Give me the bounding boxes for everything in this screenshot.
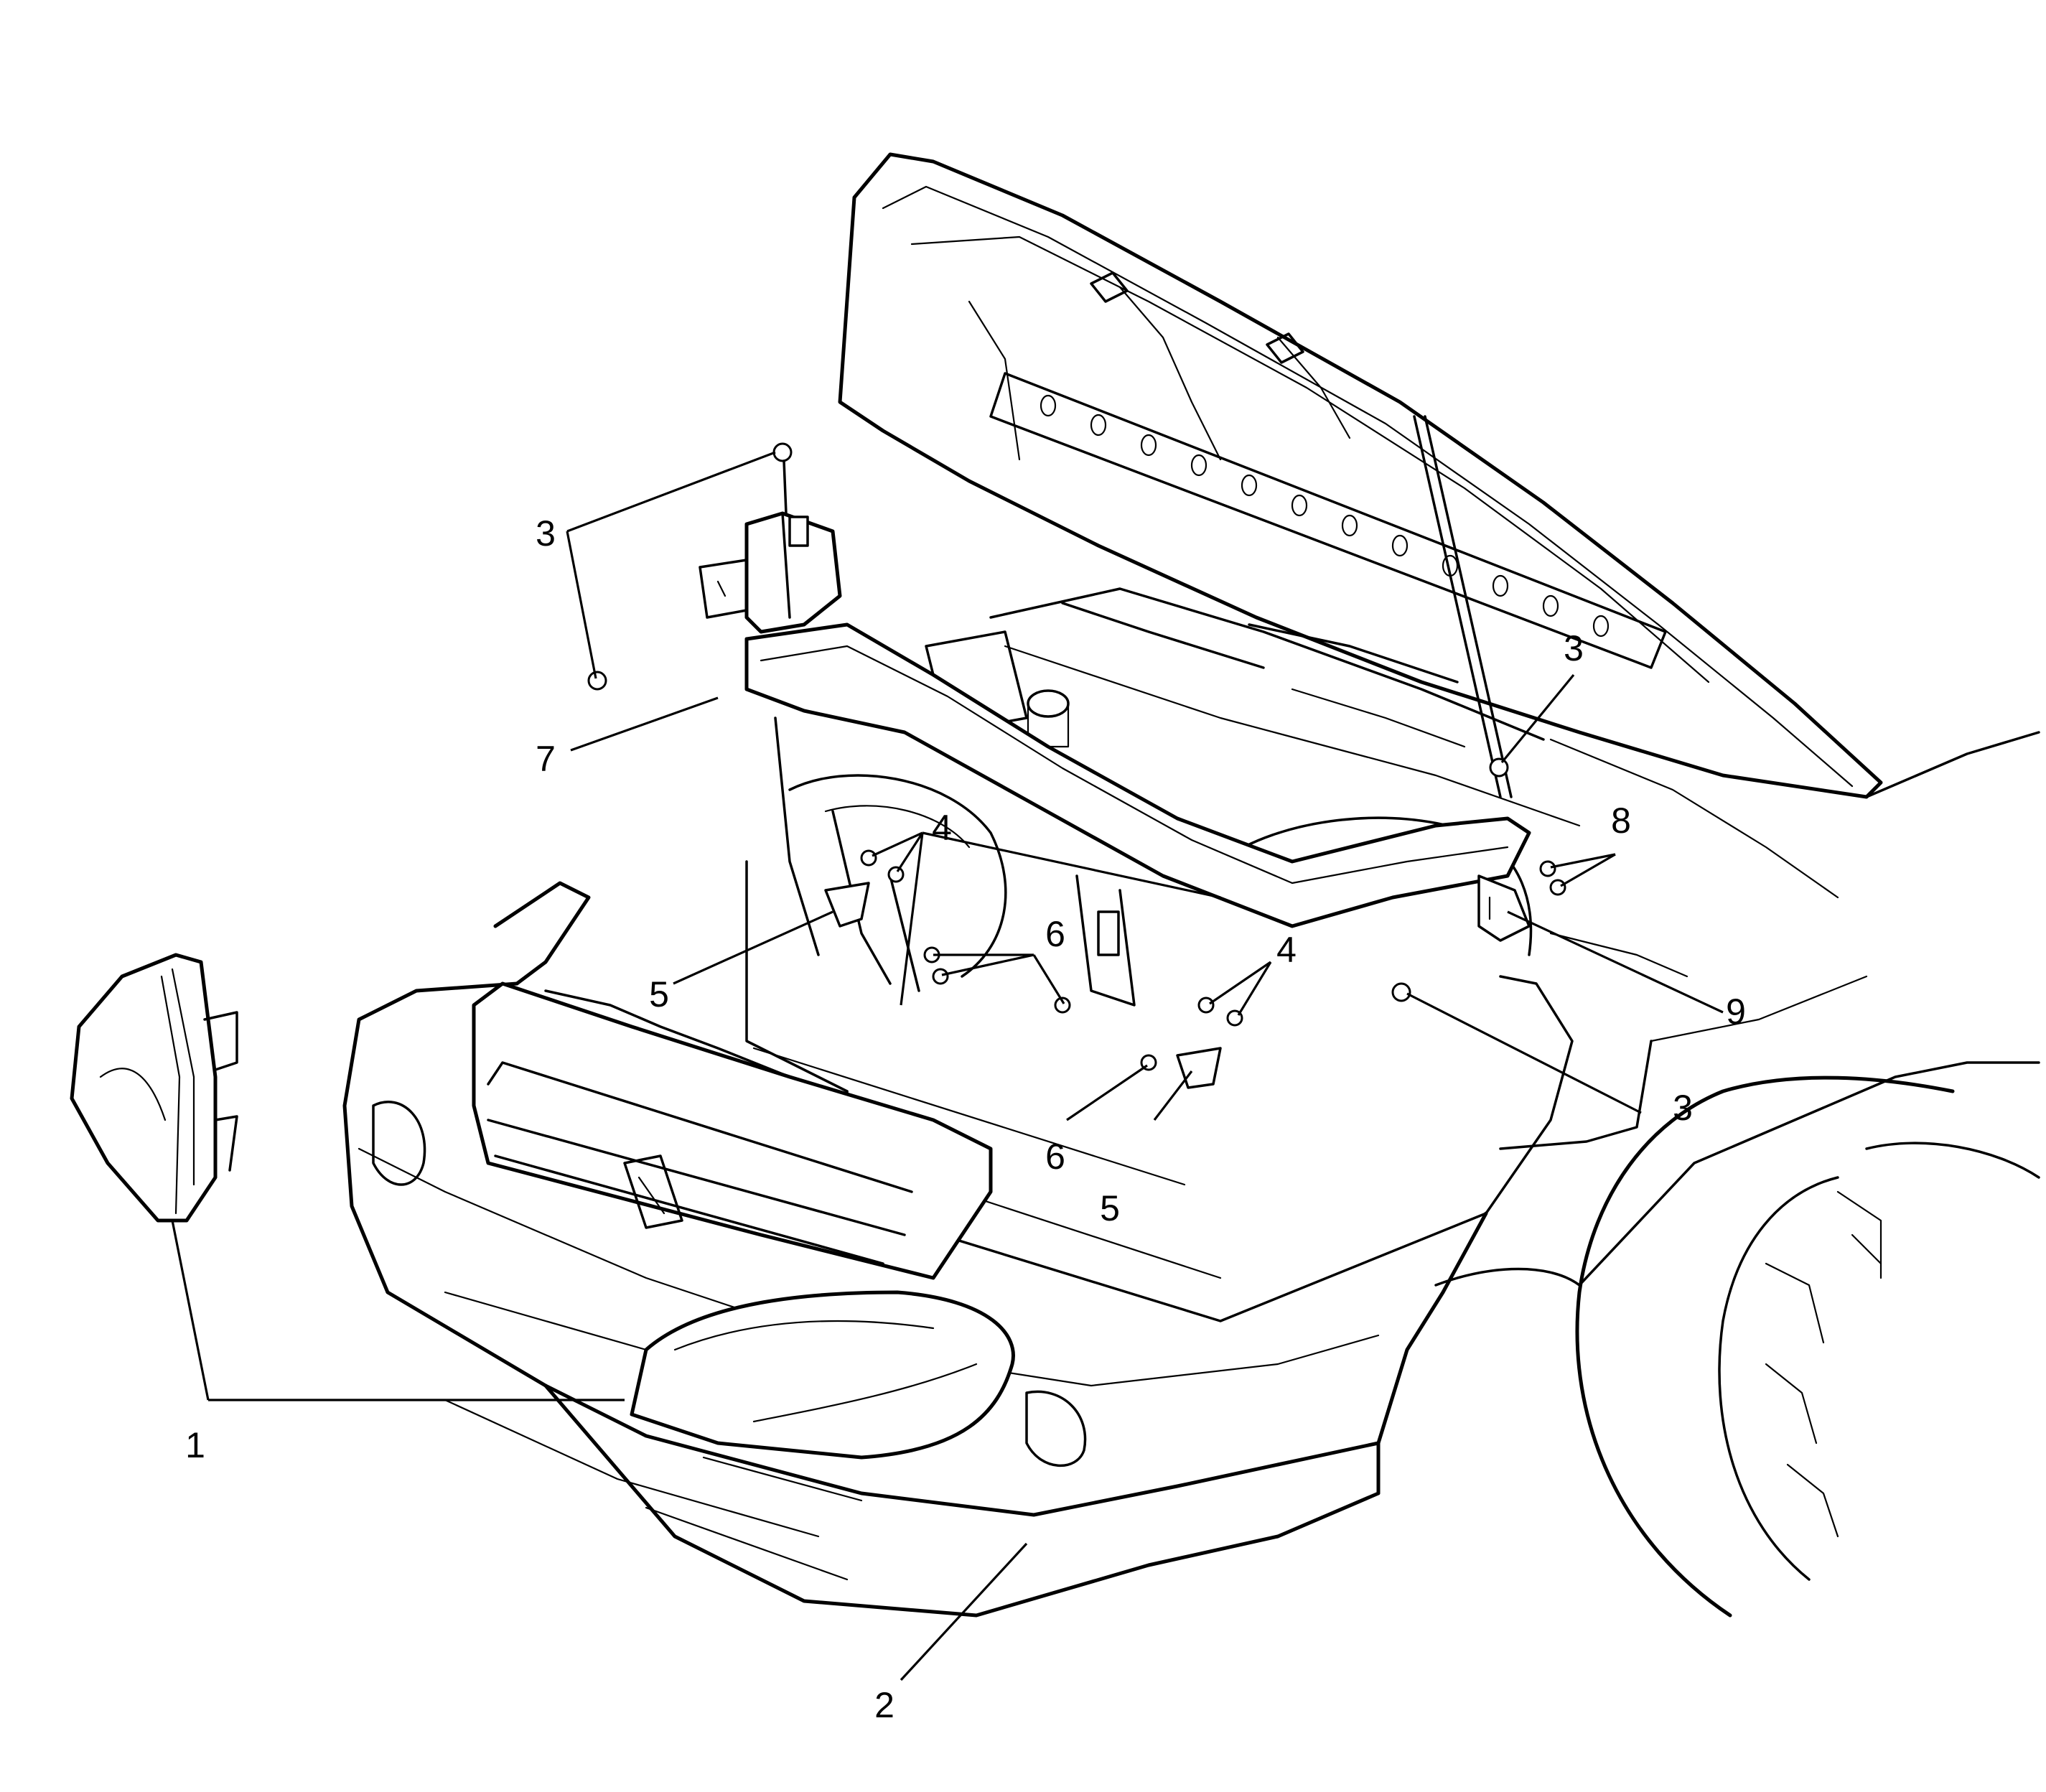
callout-5b: 5: [1100, 1188, 1120, 1228]
callout-7: 7: [536, 739, 556, 779]
clips-4-right: [1197, 997, 1243, 1027]
hood-strip-holes: [1040, 394, 1610, 638]
callout-6a: 6: [1045, 914, 1065, 954]
radiator-support: [699, 511, 1531, 1007]
brackets-5: [824, 882, 1222, 1089]
grille: [472, 981, 993, 1280]
headlamp-right: [630, 1290, 1015, 1460]
callout-3c: 3: [1673, 1088, 1693, 1128]
cowl-and-windshield: [989, 587, 2040, 899]
bolt-right-3a: [1489, 757, 1509, 778]
callout-5a: 5: [649, 974, 669, 1014]
front-bumper-fascia: [342, 881, 2040, 1618]
callout-3a: 3: [536, 513, 556, 554]
callout-labels: 1 2 3 3 3 4 4 5 5 6 6 7 8 9: [185, 513, 1746, 1725]
front-wheel: [1575, 1075, 2040, 1618]
bolt-right-3b: [1391, 982, 1411, 1002]
callout-3b: 3: [1564, 628, 1584, 668]
clips-4-left: [860, 849, 905, 883]
bolt-top-3: [772, 442, 793, 515]
callout-9: 9: [1726, 991, 1746, 1032]
callout-4b: 4: [1276, 930, 1297, 970]
callout-2: 2: [874, 1685, 894, 1725]
bolt-left-3: [587, 671, 607, 691]
fasteners: [587, 442, 1566, 1089]
hood: [838, 152, 1883, 799]
headlamp-left-exploded: [70, 953, 238, 1223]
leader-lines: [171, 451, 1724, 1681]
callout-8: 8: [1611, 801, 1631, 841]
callout-4a: 4: [932, 808, 952, 848]
callout-6b: 6: [1045, 1137, 1065, 1177]
callout-1: 1: [185, 1425, 205, 1465]
bolts-8: [1539, 860, 1566, 896]
